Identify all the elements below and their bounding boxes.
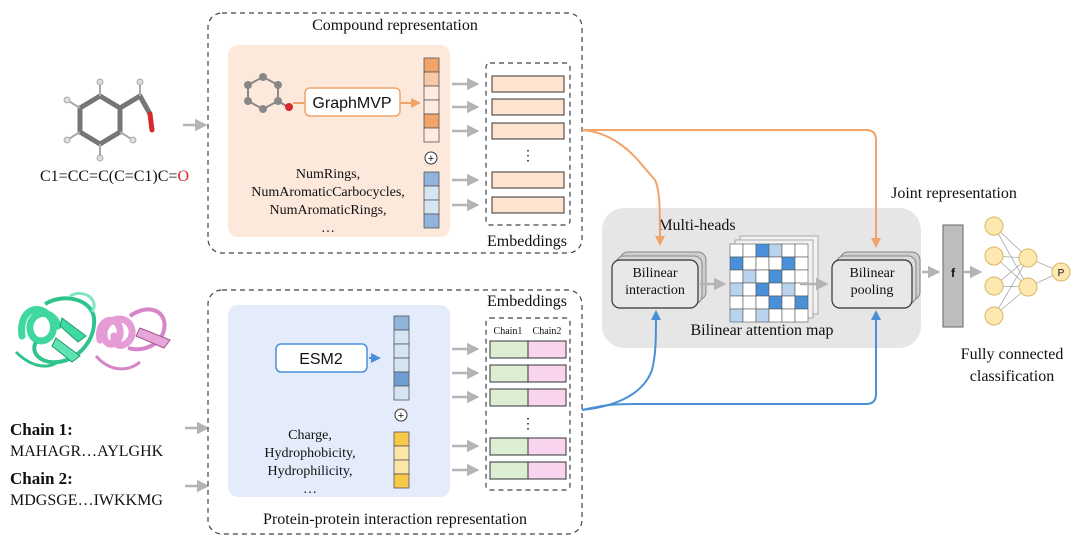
output-node-label: P [1058, 268, 1065, 279]
plus-label: + [428, 153, 434, 165]
descriptor-feature-vector [423, 171, 440, 229]
bilinear-attention-map [729, 235, 819, 323]
compound-embedding-rows [491, 75, 565, 214]
svg-text:Bilinear: Bilinear [849, 266, 894, 281]
svg-text:Bilinear: Bilinear [632, 266, 677, 281]
bilinear-pooling-box: Bilinear pooling [831, 251, 921, 309]
svg-text:Hydrophilicity,: Hydrophilicity, [267, 464, 352, 479]
svg-text:NumAromaticRings,: NumAromaticRings, [269, 203, 386, 218]
chain2-label: Chain 2: [10, 469, 73, 488]
attention-map-label: Bilinear attention map [690, 322, 833, 339]
svg-text:NumAromaticCarbocycles,: NumAromaticCarbocycles, [251, 185, 405, 200]
protein-embedding-ellipsis: ⋮ [521, 417, 535, 432]
protein-structure-icon [14, 291, 171, 371]
svg-text:NumRings,: NumRings, [296, 167, 360, 182]
classifier-label-line2: classification [970, 368, 1054, 385]
chain1-label: Chain 1: [10, 420, 73, 439]
physchem-feature-vector [393, 431, 410, 489]
chain1-sequence: MAHAGR…AYLGHK [10, 443, 164, 460]
svg-text:Hydrophobicity,: Hydrophobicity, [264, 446, 355, 461]
classifier-label-line1: Fully connected [961, 346, 1064, 363]
protein-embedding-arrows [452, 342, 480, 477]
svg-text:pooling: pooling [851, 283, 894, 298]
joint-feature-vector-f [942, 224, 964, 328]
compound-connector-lines [581, 129, 881, 248]
smiles-string: C1=CC=C(C=C1)C=O [40, 168, 189, 185]
benzaldehyde-molecule-icon [63, 78, 155, 162]
svg-text:Charge,: Charge, [288, 428, 332, 443]
compound-embedding-ellipsis: ⋮ [521, 149, 535, 164]
svg-text:…: … [303, 482, 317, 497]
esm2-label: ESM2 [299, 351, 343, 368]
graphmvp-feature-vector [423, 57, 440, 143]
compound-embeddings-box [485, 62, 571, 226]
compound-descriptor-list: NumRings, NumAromaticCarbocycles, NumAro… [251, 167, 405, 236]
protein-descriptor-list: Charge, Hydrophobicity, Hydrophilicity, … [264, 428, 355, 497]
esm2-feature-vector [393, 315, 410, 401]
molecular-graph-icon [244, 73, 293, 113]
chain1-column-label: Chain1 [494, 326, 523, 337]
chain2-sequence: MDGSGE…IWKKMG [10, 492, 163, 509]
protein-plus-label: + [398, 410, 404, 422]
joint-representation-label: Joint representation [891, 185, 1017, 202]
esm2-box [275, 343, 368, 373]
protein-representation-box [207, 289, 583, 535]
compound-title: Compound representation [312, 17, 478, 34]
f-label: f [951, 266, 956, 280]
compound-embedding-arrows [452, 77, 480, 212]
svg-text:…: … [321, 221, 335, 236]
protein-title: Protein-protein interaction representati… [263, 511, 527, 528]
protein-embeddings-box [485, 317, 571, 491]
fully-connected-network [984, 216, 1071, 326]
concat-plus-icon [424, 151, 438, 165]
protein-embedding-rows [489, 340, 567, 480]
graphmvp-label: GraphMVP [312, 95, 391, 112]
chain2-column-label: Chain2 [533, 326, 562, 337]
protein-concat-plus-icon [394, 408, 408, 422]
bilinear-interaction-box: Bilinear interaction [611, 251, 707, 309]
compound-embeddings-label: Embeddings [487, 233, 567, 250]
protein-connector-lines [581, 310, 881, 411]
svg-text:interaction: interaction [625, 283, 685, 298]
compound-representation-box [207, 12, 583, 254]
multi-heads-label: Multi-heads [658, 217, 735, 234]
protein-embeddings-label: Embeddings [487, 293, 567, 310]
